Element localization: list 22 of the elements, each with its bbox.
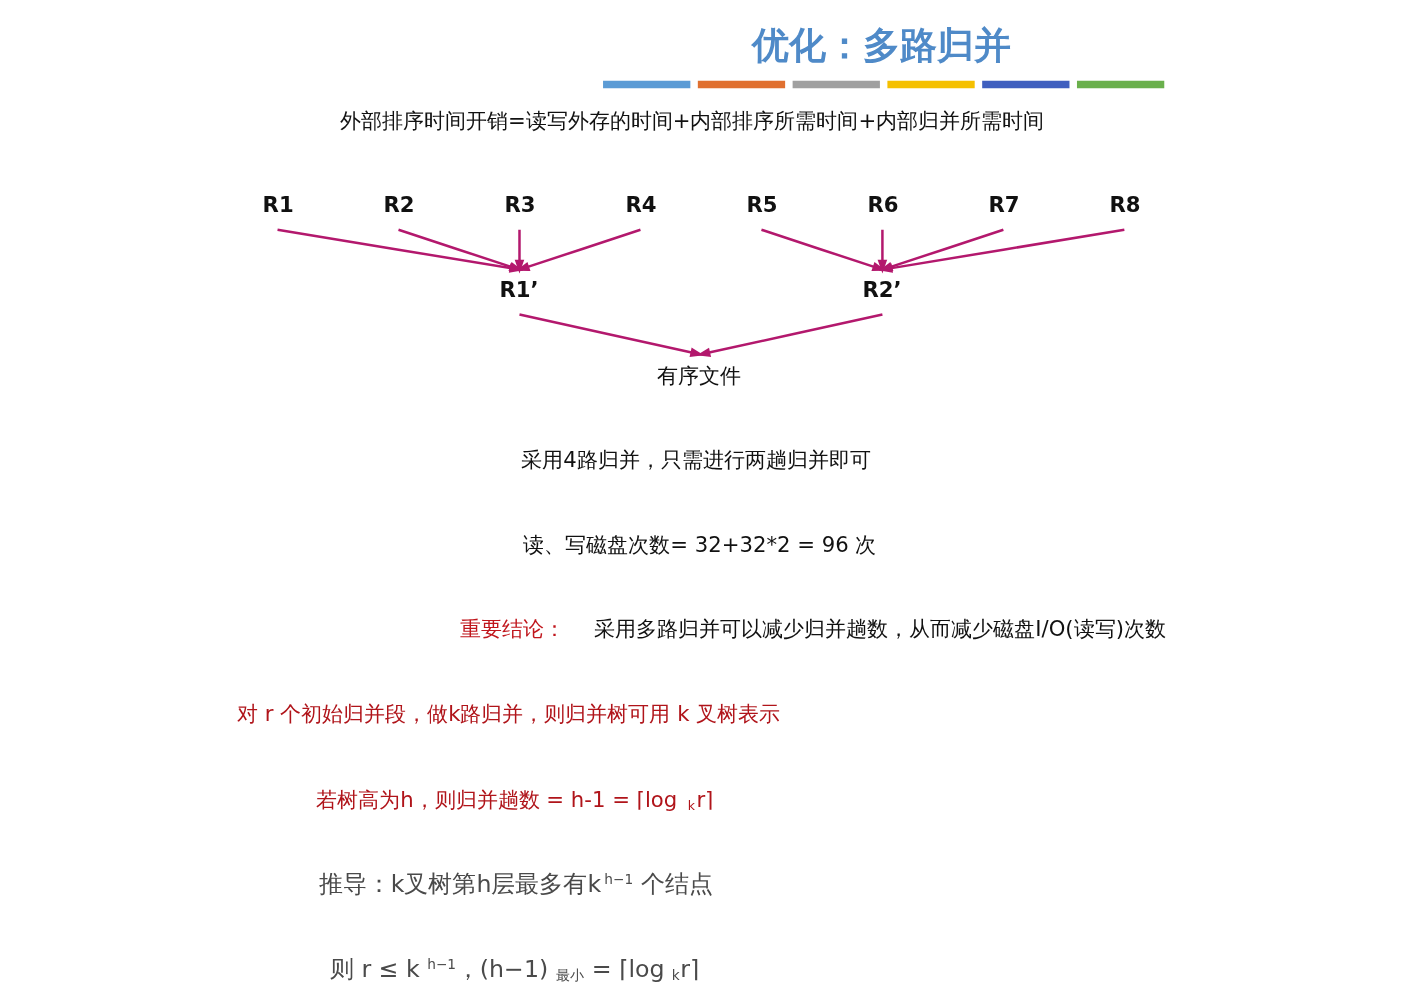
label: 采用多路归并可以减少归并趟数，从而减少磁盘I/O(读写)次数 [594,615,1166,641]
label: 读、写磁盘次数= 32+32*2 = 96 次 [523,531,877,557]
label: 外部排序时间开销=读写外存的时间+内部排序所需时间+内部归并所需时间 [339,107,1045,133]
arrow [515,228,641,271]
arrow [514,229,525,273]
node-text: R4 [625,191,657,217]
arrow [877,229,888,273]
node-text: 有序文件 [656,362,741,388]
label: 重要结论： [460,615,566,641]
label: 采用4路归并，只需进行两趟归并即可 [521,446,871,472]
node-text: R1 [262,191,294,217]
node-text: R3 [504,191,536,217]
diagram-title: 优化：多路归并 [752,22,1012,67]
node-text: R2’ [862,276,902,302]
node-text: R1’ [499,276,539,302]
node-text: R2 [383,191,415,217]
node-text: R6 [867,191,899,217]
label: 对 r 个初始归并段，做k路归并，则归并树可用 k 叉树表示 [237,700,781,726]
node-text: R5 [746,191,778,217]
arrow [696,312,883,357]
node-text: R8 [1109,191,1141,217]
node-text: R7 [988,191,1020,217]
